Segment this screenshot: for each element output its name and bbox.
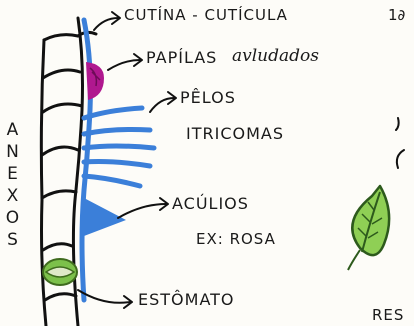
papila-structure <box>86 62 104 100</box>
side-title-letter: N <box>6 142 20 162</box>
cuticle-layer <box>79 17 93 303</box>
stomata <box>42 258 78 286</box>
label-pelos: PÊLOS <box>180 88 236 107</box>
label-cutina: CUTÍNA - CUTÍCULA <box>124 6 288 24</box>
leaf-icon <box>347 184 391 271</box>
trichomes <box>81 105 157 189</box>
label-arrows <box>77 11 177 309</box>
side-title-letter: E <box>7 164 19 184</box>
side-title-letter: S <box>7 230 19 250</box>
side-title-letter: O <box>5 208 21 228</box>
label-estomato: ESTÔMATO <box>138 290 235 309</box>
epidermis-cell-column <box>39 16 98 326</box>
label-papilas-script: avludados <box>232 46 319 66</box>
label-papilas: PAPÍLAS <box>146 48 218 67</box>
label-cutina-tail: 1∂ <box>388 6 406 24</box>
label-bottom-partial: RES <box>372 306 405 324</box>
aculeus-prickle <box>84 198 126 236</box>
label-aculios: ACÚLIOS <box>172 194 249 213</box>
label-ex-rosa: EX: ROSA <box>196 230 276 248</box>
label-tricomas: ITRICOMAS <box>186 124 284 143</box>
side-title-letter: A <box>6 120 20 140</box>
partial-marks <box>395 117 405 169</box>
side-title-letter: X <box>6 186 20 206</box>
